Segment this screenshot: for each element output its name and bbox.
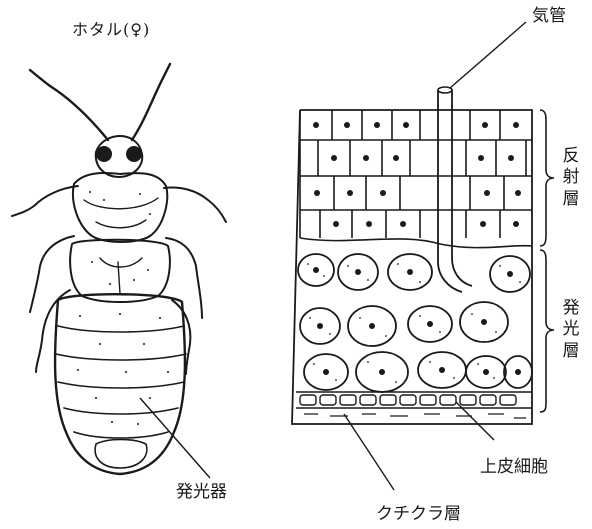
firefly-title: ホタル(♀): [72, 22, 150, 38]
epidermal-row: [296, 392, 532, 408]
left-mid-leg: [30, 236, 74, 312]
light-organ-label: 発光器: [176, 484, 227, 501]
reflective-bracket: [540, 110, 554, 246]
trachea-opening: [438, 87, 452, 93]
firefly-stipple: [77, 191, 169, 425]
cuticle-leader: [344, 414, 394, 490]
left-front-leg: [12, 186, 78, 216]
light-organ-leader: [140, 398, 210, 478]
firefly-thorax: [73, 173, 167, 242]
right-hind-leg: [172, 300, 190, 374]
luminous-layer-cells: [298, 254, 532, 392]
trachea-tube: [438, 90, 472, 292]
epidermal-cells-label: 上皮細胞: [480, 459, 548, 476]
tissue-section: [292, 22, 554, 490]
right-front-leg: [164, 188, 226, 223]
cuticle-dashes: [304, 414, 526, 418]
trachea-label: 気管: [532, 8, 566, 25]
left-antenna: [30, 70, 108, 140]
reflective-layer-label: 反 射 層: [562, 146, 580, 210]
left-eye-icon: [97, 147, 111, 161]
left-hind-leg: [36, 290, 70, 372]
cell-nuclei: [313, 122, 521, 375]
firefly-figure: [12, 64, 226, 474]
luminous-bracket: [540, 250, 554, 412]
trachea-leader: [450, 22, 526, 88]
firefly-light-organ: [95, 440, 147, 469]
right-eye-icon: [127, 147, 141, 161]
right-antenna: [132, 64, 170, 140]
luminous-layer-label: 発 光 層: [562, 298, 580, 362]
reflective-layer-cells: [300, 110, 532, 248]
right-mid-leg: [166, 238, 202, 318]
cuticle-layer-label: クチクラ層: [376, 506, 461, 523]
